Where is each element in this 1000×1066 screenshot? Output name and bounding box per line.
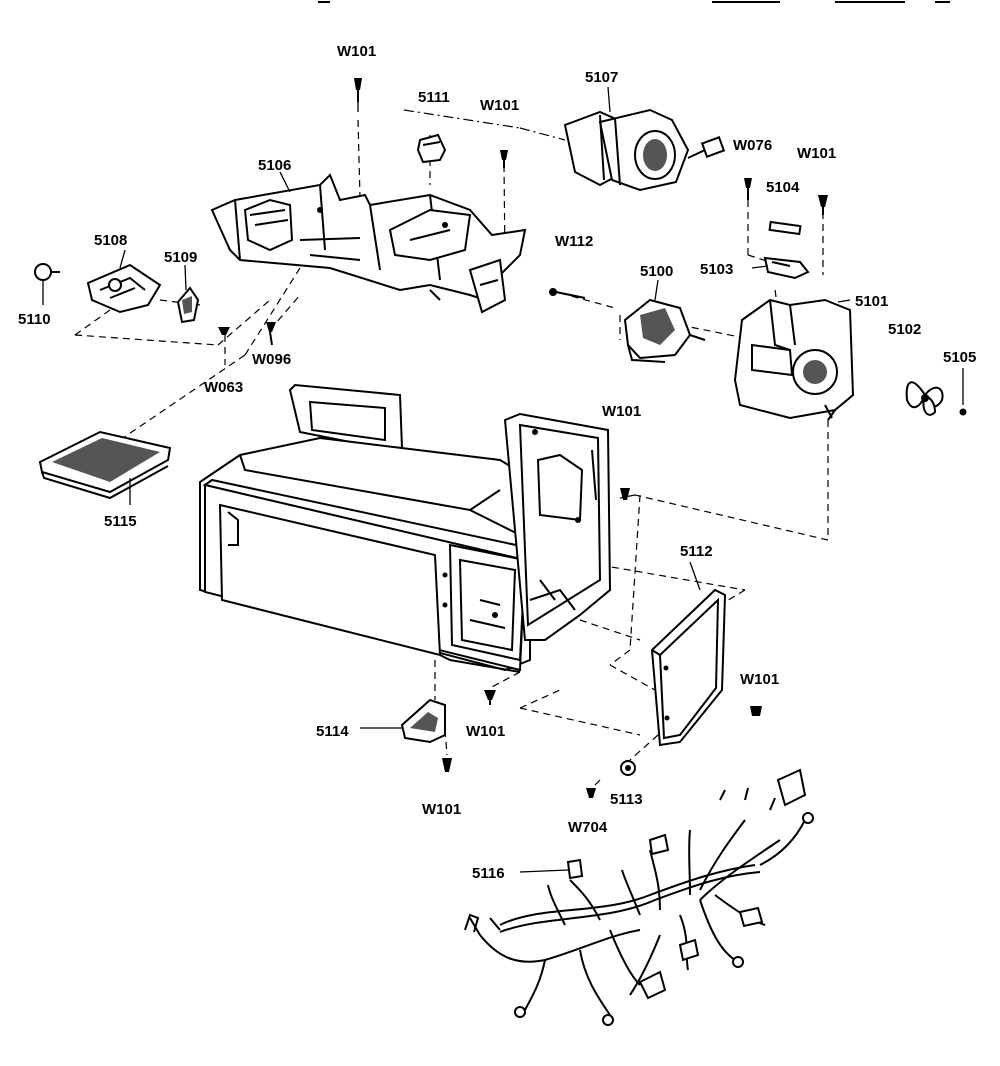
panel-5112 xyxy=(650,588,727,747)
screw-w112 xyxy=(549,288,586,299)
screws-lower xyxy=(442,488,762,798)
fan-housing-5101 xyxy=(733,298,855,421)
label-5109: 5109 xyxy=(164,249,197,266)
label-w112: W112 xyxy=(555,233,593,250)
label-w101-f: W101 xyxy=(466,723,505,740)
cabinet-main xyxy=(199,383,612,673)
fan-5102 xyxy=(905,368,967,416)
label-5115: 5115 xyxy=(104,513,137,530)
label-w704: W704 xyxy=(568,819,608,836)
part-5111 xyxy=(416,133,447,164)
motor-5107 xyxy=(563,108,726,192)
label-w076: W076 xyxy=(733,137,772,154)
label-5102: 5102 xyxy=(888,321,921,338)
bracket-5114 xyxy=(400,698,446,744)
label-5104: 5104 xyxy=(766,179,800,196)
parts-5104-5103 xyxy=(763,220,810,280)
label-w101-c: W101 xyxy=(797,145,836,162)
label-5101: 5101 xyxy=(855,293,888,310)
label-w096: W096 xyxy=(252,351,291,368)
label-w063: W063 xyxy=(204,379,243,396)
label-5111: 5111 xyxy=(418,89,450,106)
label-5105: 5105 xyxy=(943,349,976,366)
label-5108: 5108 xyxy=(94,232,127,249)
label-5110: 5110 xyxy=(18,311,51,328)
grille-5115 xyxy=(38,430,172,500)
screws-w096-w063 xyxy=(218,322,276,346)
label-5106: 5106 xyxy=(258,157,291,174)
motor-5100 xyxy=(623,298,706,363)
parts-5108-5109-5110 xyxy=(34,263,200,324)
label-5100: 5100 xyxy=(640,263,673,280)
label-w101-b: W101 xyxy=(480,97,519,114)
assembly-lines xyxy=(74,92,829,791)
label-5113: 5113 xyxy=(610,791,643,808)
wire-harness-5116 xyxy=(464,768,814,1026)
label-w101-g: W101 xyxy=(422,801,461,818)
label-5114: 5114 xyxy=(316,723,349,740)
label-w101-top: W101 xyxy=(337,43,376,60)
label-w101-e: W101 xyxy=(740,671,779,688)
part-labels: W101 5111 W101 5107 W076 W101 5106 5104 … xyxy=(18,43,976,882)
bracket-5106 xyxy=(210,173,527,314)
label-5116: 5116 xyxy=(472,865,505,882)
label-leaders xyxy=(42,86,851,873)
label-5112: 5112 xyxy=(680,543,713,560)
label-w101-d: W101 xyxy=(602,403,641,420)
label-5103: 5103 xyxy=(700,261,733,278)
label-5107: 5107 xyxy=(585,69,618,86)
screws-top xyxy=(354,78,828,215)
